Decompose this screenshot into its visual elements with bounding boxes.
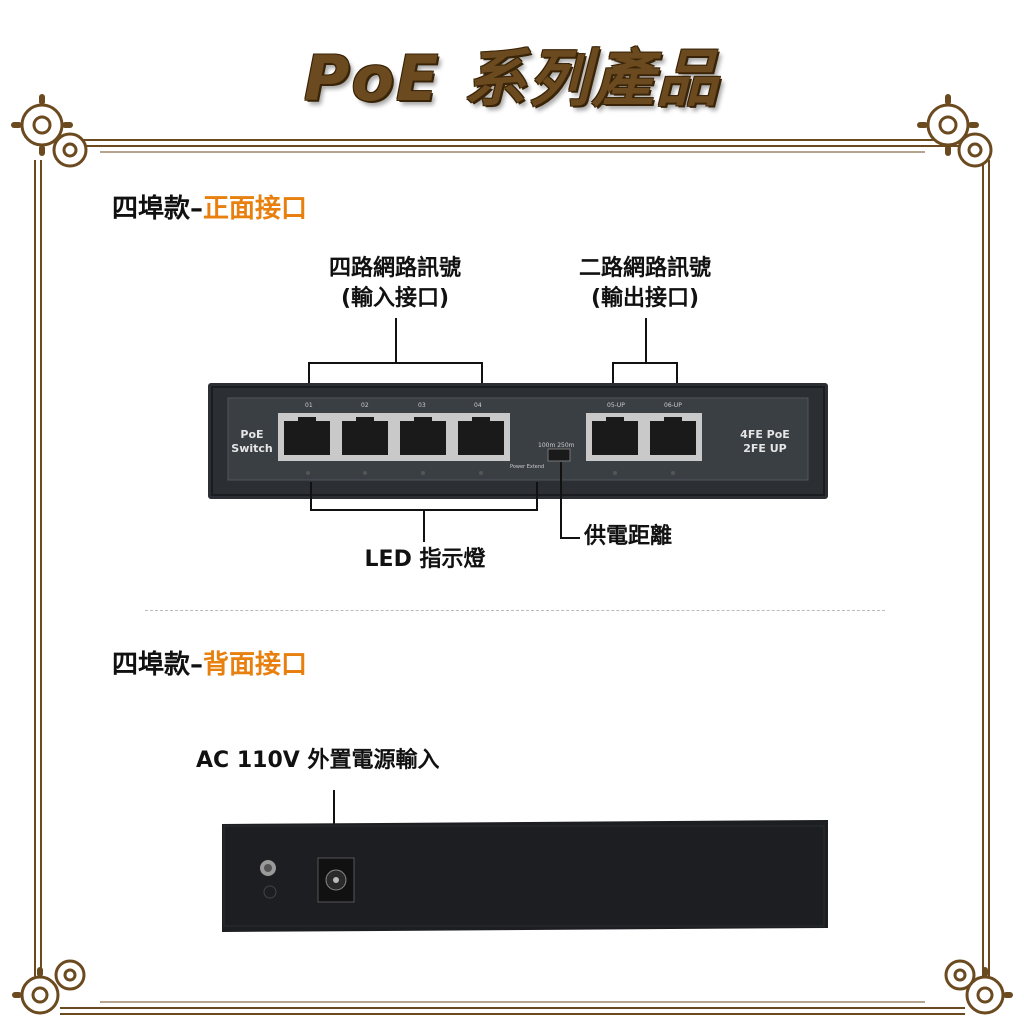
- input-callout-horizontal: [308, 362, 483, 364]
- output-label-line2: (輸出接口): [590, 286, 700, 311]
- input-label-line1: 四路網路訊號: [328, 256, 461, 281]
- rj45-port-1: [278, 413, 336, 461]
- output-callout-vertical: [645, 318, 647, 363]
- panel-right-line2: 2FE UP: [743, 442, 787, 455]
- power-input-label: AC 110V 外置電源輸入: [196, 748, 440, 773]
- back-heading-accent: 背面接口: [203, 650, 308, 680]
- rj45-port-5: [586, 413, 644, 461]
- section-divider: [145, 610, 885, 611]
- distance-switch: [547, 448, 571, 462]
- port-number-5: 05-UP: [607, 402, 625, 409]
- port-number-2: 02: [361, 402, 369, 409]
- switch-back-panel: [222, 820, 828, 932]
- dc-power-jack: [317, 857, 355, 903]
- back-heading-prefix: 四埠款–: [112, 650, 204, 680]
- led-indicator-label: LED 指示燈: [364, 547, 486, 572]
- ground-screw-icon: [260, 860, 277, 899]
- rj45-port-4: [452, 413, 510, 461]
- port-number-4: 04: [474, 402, 482, 409]
- led-callout-right: [536, 482, 538, 510]
- switch-distance-text: 100m 250m: [538, 442, 575, 449]
- panel-right-text: 4FE PoE 2FE UP: [730, 428, 800, 456]
- panel-left-line2: Switch: [231, 442, 273, 455]
- rj45-port-2: [336, 413, 394, 461]
- panel-left-text: PoE Switch: [228, 428, 276, 456]
- distance-callout-vertical: [560, 462, 562, 538]
- port-number-6: 06-UP: [664, 402, 682, 409]
- rj45-port-6: [644, 413, 702, 461]
- output-callout-horizontal: [612, 362, 678, 364]
- power-distance-label: 供電距離: [584, 524, 673, 549]
- port-number-3: 03: [418, 402, 426, 409]
- power-extend-text: Power Extend: [510, 464, 545, 470]
- input-callout-vertical: [395, 318, 397, 363]
- distance-callout-horizontal: [560, 537, 580, 539]
- rj45-port-group-output: [586, 413, 702, 461]
- front-section-heading: 四埠款–正面接口: [112, 188, 307, 225]
- led-callout-vertical: [423, 510, 425, 542]
- input-label-line2: (輸入接口): [340, 286, 450, 311]
- panel-right-line1: 4FE PoE: [740, 428, 790, 441]
- input-ports-label: 四路網路訊號 (輸入接口): [300, 254, 490, 314]
- port-number-1: 01: [305, 402, 313, 409]
- front-heading-accent: 正面接口: [203, 194, 308, 224]
- switch-front-panel: [208, 383, 828, 499]
- back-section-heading: 四埠款–背面接口: [112, 644, 307, 681]
- output-ports-label: 二路網路訊號 (輸出接口): [550, 254, 740, 314]
- rj45-port-group-input: [278, 413, 510, 461]
- front-heading-prefix: 四埠款–: [112, 194, 204, 224]
- rj45-port-3: [394, 413, 452, 461]
- panel-left-line1: PoE: [240, 428, 264, 441]
- led-callout-left: [310, 482, 312, 510]
- page-title: PoE 系列產品: [304, 42, 720, 115]
- output-label-line1: 二路網路訊號: [578, 256, 711, 281]
